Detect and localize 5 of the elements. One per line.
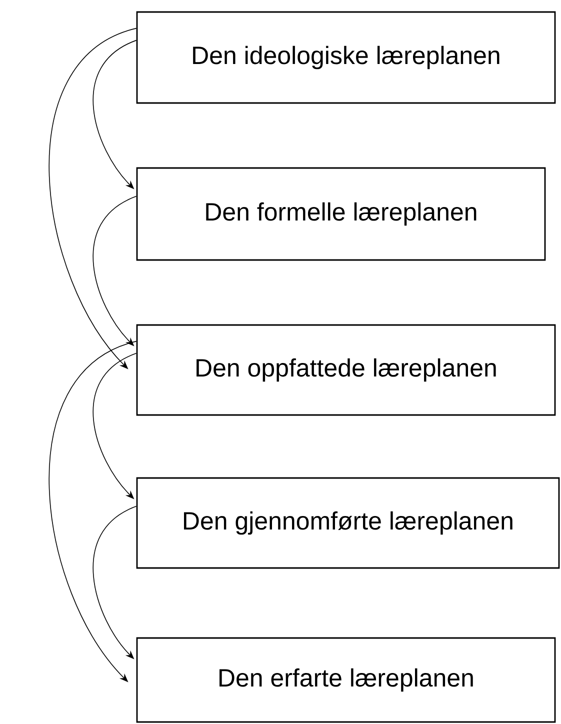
text-box: Den oppfattede læreplanen [136, 324, 556, 416]
text-box: Den erfarte læreplanen [136, 637, 556, 723]
text-box: Den ideologiske læreplanen [136, 11, 556, 104]
text-box: Den gjennomførte læreplanen [136, 477, 560, 569]
text-box: Den formelle læreplanen [136, 167, 546, 261]
